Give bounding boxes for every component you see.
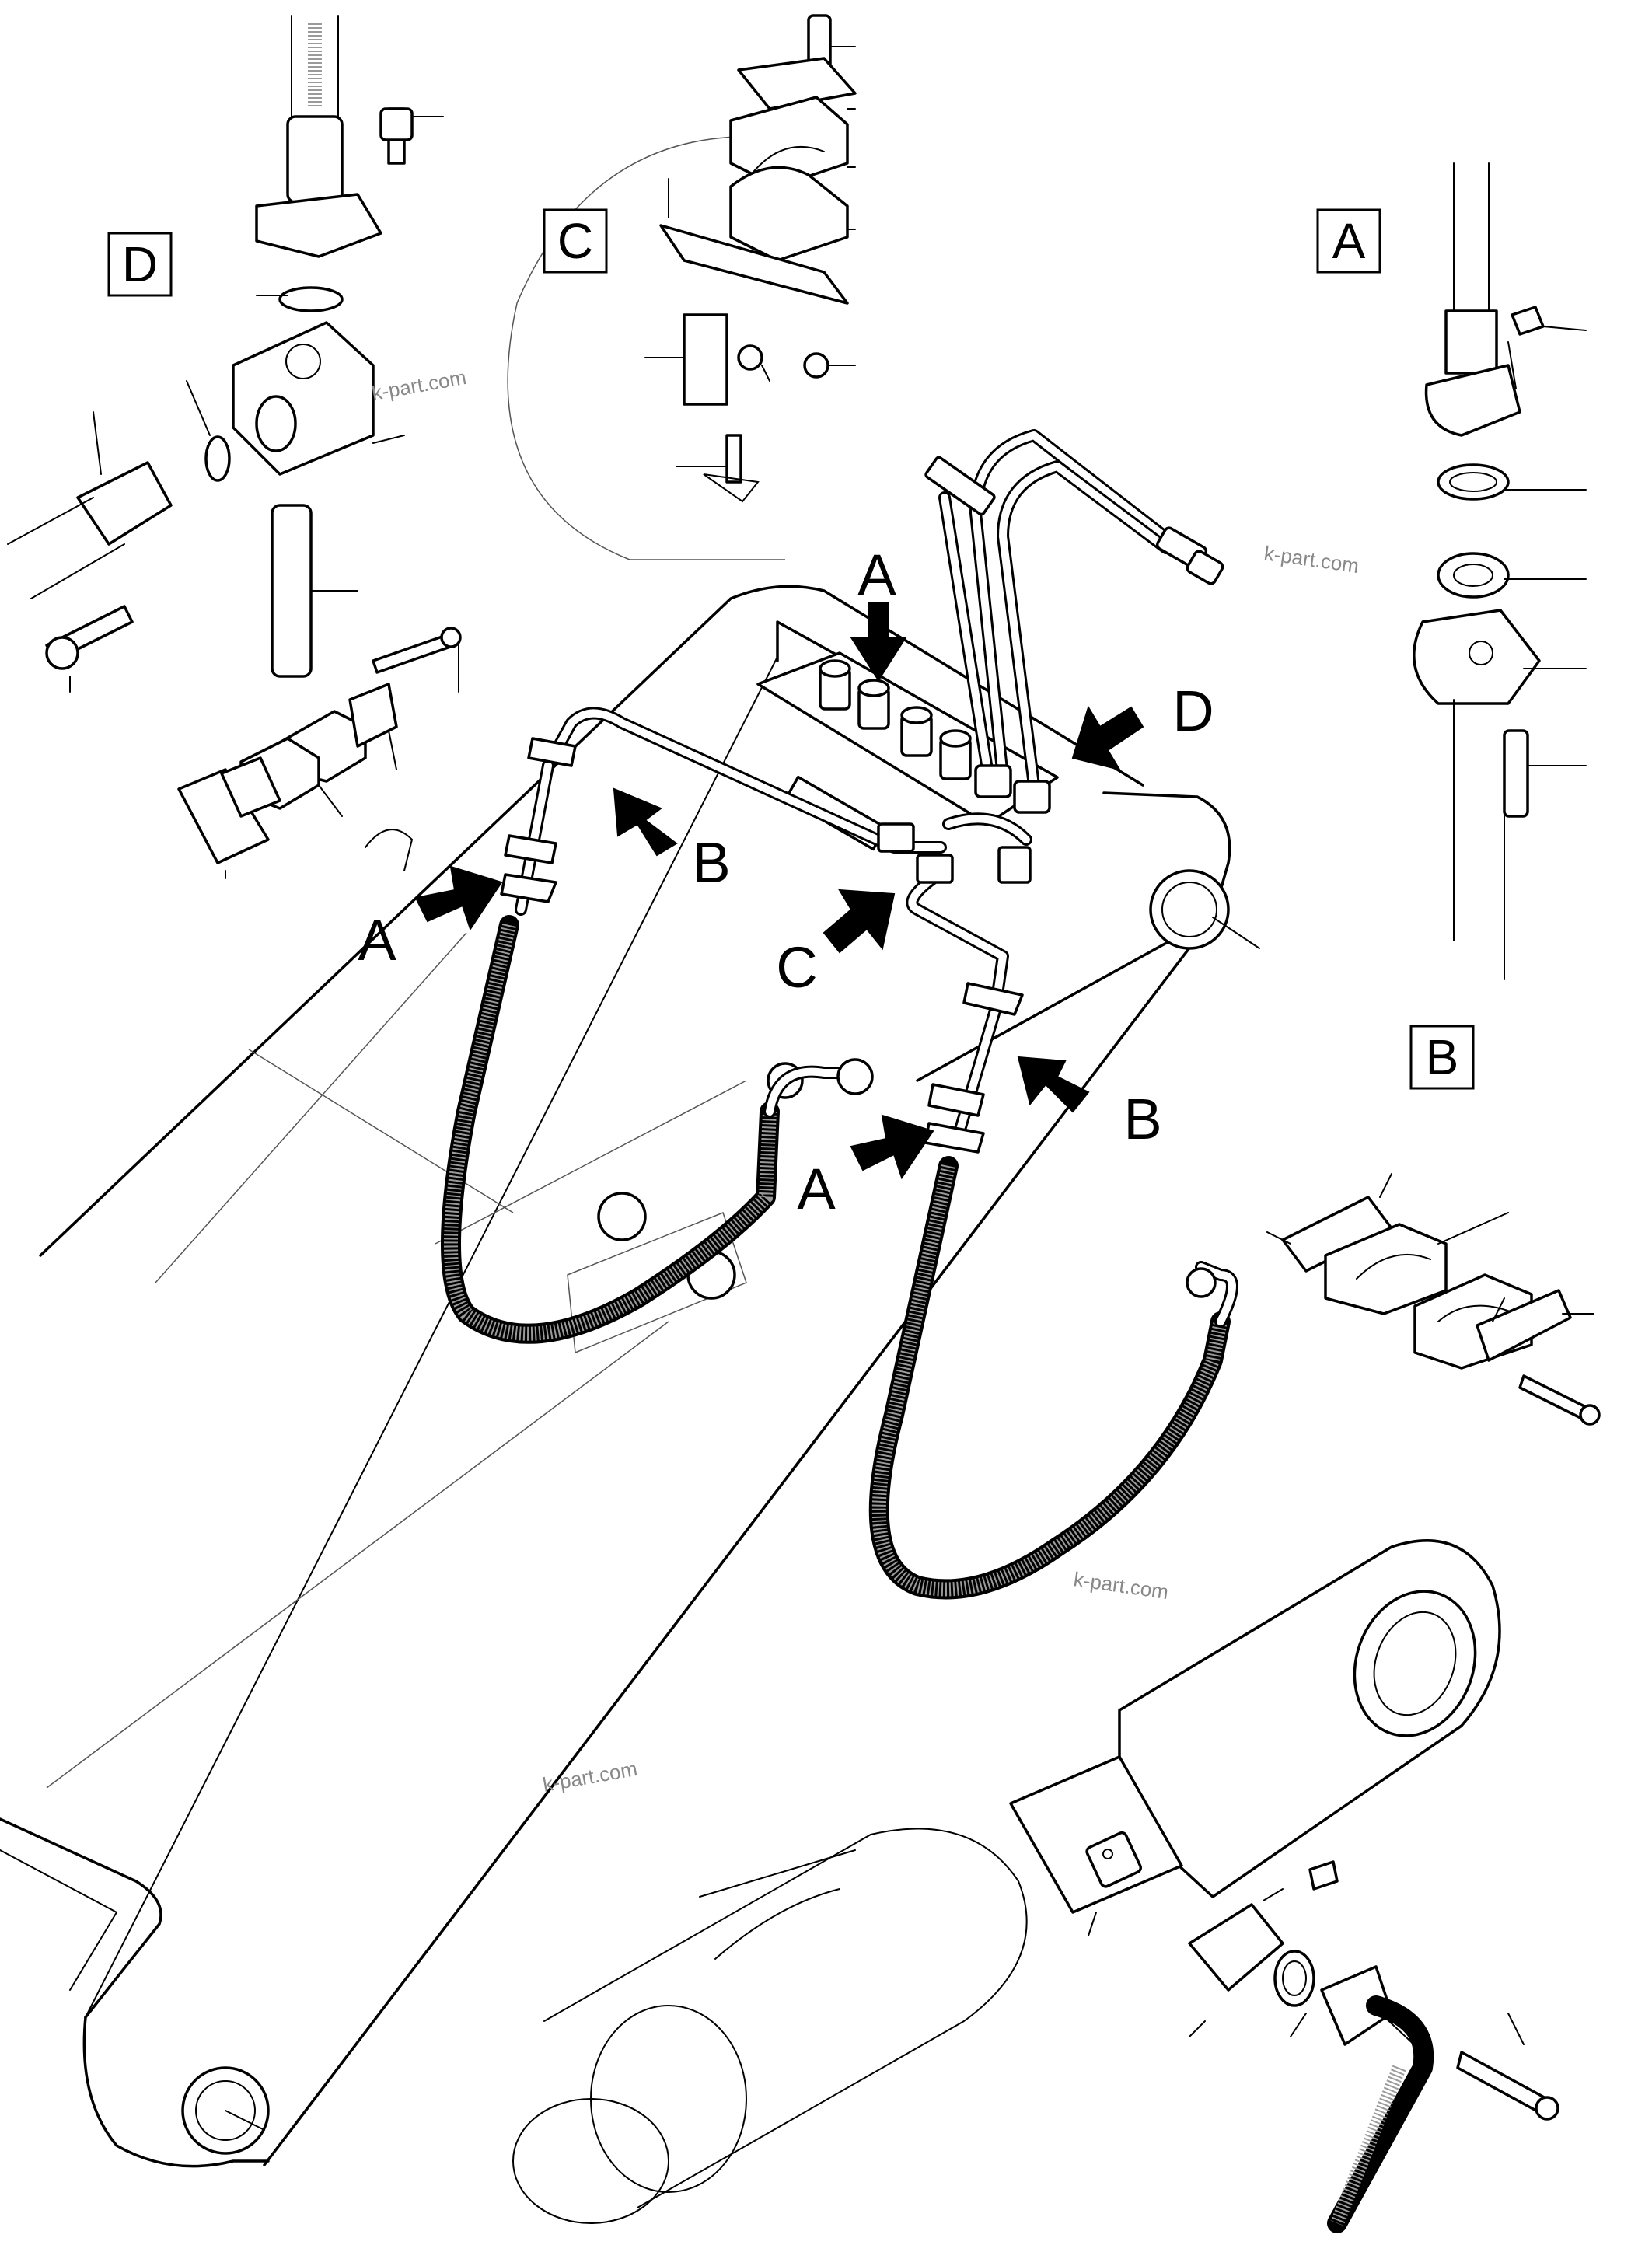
detail-A-exploded: A [1316,162,1587,980]
arrow-left-A-icon [414,865,503,931]
detail-C-label: C [557,213,593,269]
flange-assembly [1088,1860,1559,2233]
detail-C-box [543,208,608,274]
detail-B-box [1409,1025,1475,1090]
boom-clamps [500,737,1024,1154]
flex-hoses [441,915,1238,1600]
boom-pipes [515,707,1009,1149]
hose-fitting [974,764,1051,814]
callout-left-B: B [692,830,730,895]
arrow-right-B-icon [1017,1056,1090,1113]
callout-right-A: A [797,1157,836,1221]
watermark-text: k-part.com [541,1757,639,1796]
upper-hoses [924,429,1224,884]
pipe-clamp [527,737,577,767]
arrow-left-B-icon [613,787,678,857]
pipe-clamp [924,1083,985,1154]
callout-arrows [414,602,1144,1180]
callout-right-B: B [1123,1087,1161,1151]
valve-fitting [819,659,851,711]
callout-top-A: A [857,543,896,607]
hose-fitting [1155,526,1224,585]
detail-D-exploded: D [7,15,462,879]
arrow-right-A-icon [850,1114,934,1180]
valve-fitting [900,706,933,757]
pipe-clamp [962,982,1024,1016]
detail-B-label: B [1426,1029,1459,1085]
callout-D: D [1172,679,1214,743]
detail-C-exploded: C [507,14,857,560]
detail-D-label: D [122,236,158,292]
boom-cylinder [512,1539,1501,2224]
detail-A-box [1316,208,1381,274]
callout-center-C: C [776,935,817,1000]
pipe-clamp [500,834,557,903]
watermark-text: k-part.com [1072,1567,1170,1604]
hose-clamp [924,456,996,516]
watermark-text: k-part.com [370,365,468,405]
valve-fitting [857,679,890,730]
arrow-top-A-icon [850,602,907,682]
watermark-text: k-part.com [1263,541,1360,578]
valve-block [756,651,1059,851]
arrow-D-icon [1071,705,1144,771]
valve-fitting [939,729,972,780]
detail-A-label: A [1332,213,1366,269]
detail-B-exploded: B [1266,1025,1601,1426]
detail-D-box [107,232,173,297]
callout-letters: A D B A C B A [358,543,1214,1221]
arrow-center-C-icon [823,889,896,954]
callout-left-A: A [358,908,396,972]
